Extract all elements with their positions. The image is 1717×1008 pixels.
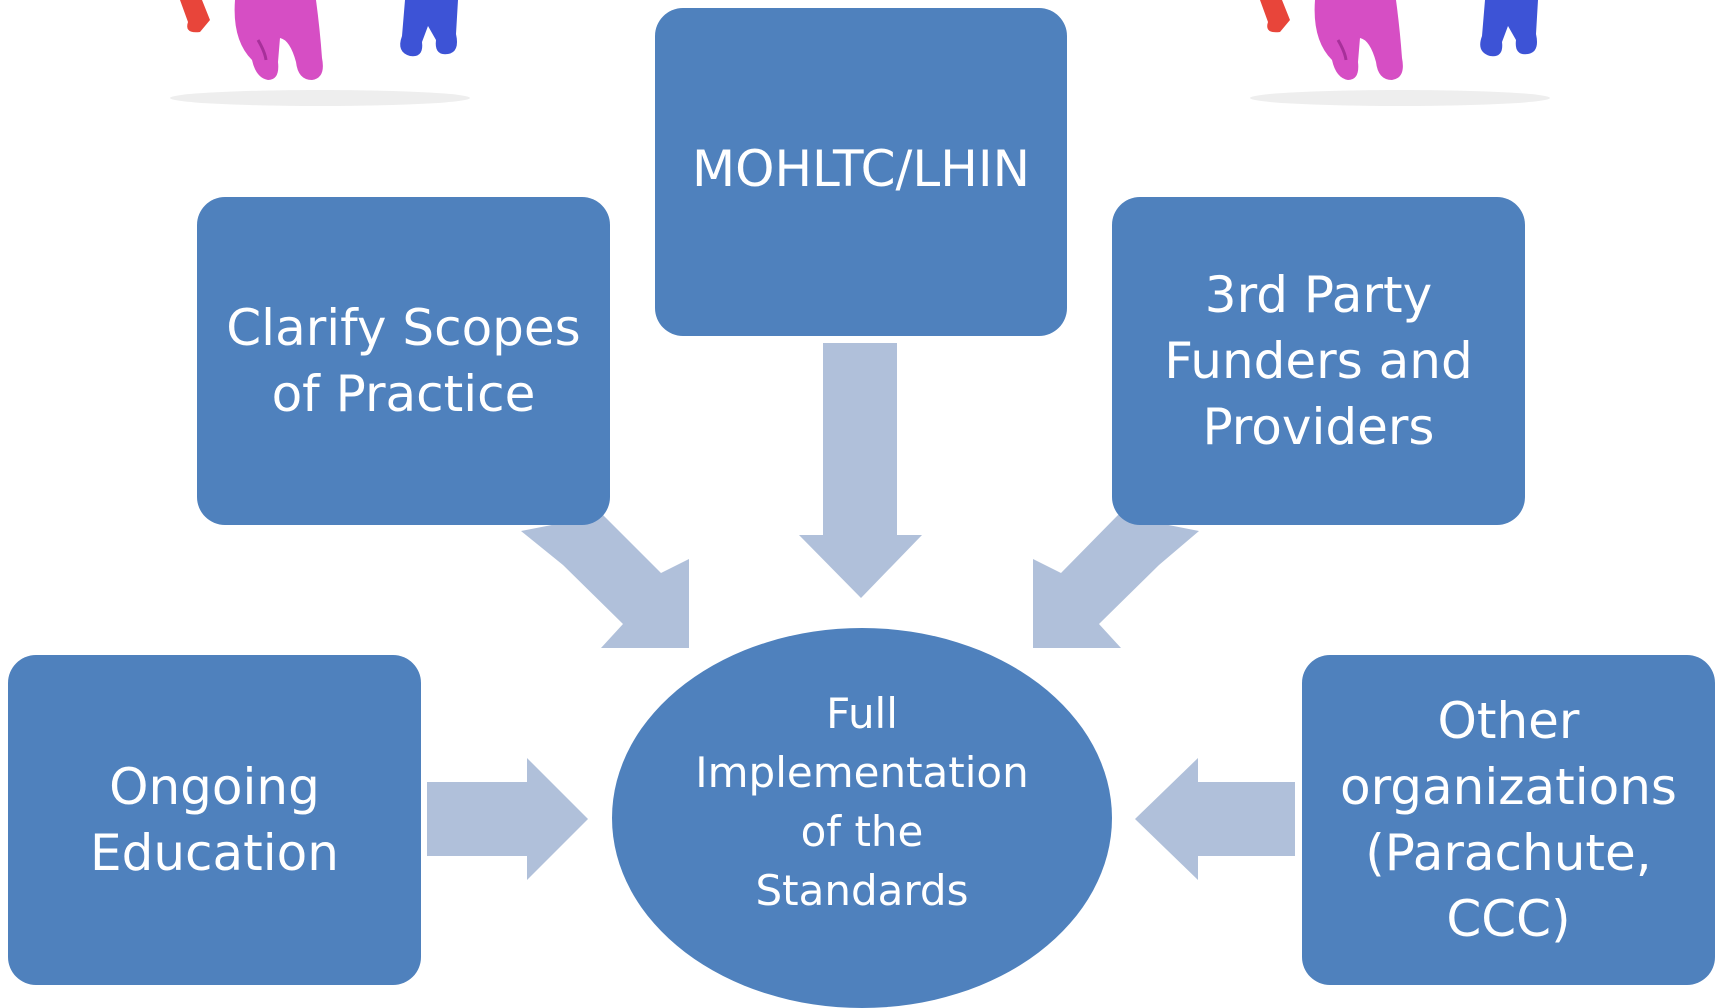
arrow-left-horizontal xyxy=(427,758,588,880)
mohltc-lhin-box: MOHLTC/LHIN xyxy=(655,8,1067,336)
mohltc-lhin-label: MOHLTC/LHIN xyxy=(691,140,1031,198)
third-party-funders-box: 3rd Party Funders and Providers xyxy=(1112,197,1525,525)
clarify-scopes-box: Clarify Scopes of Practice xyxy=(197,197,610,525)
arrow-top-left-diagonal xyxy=(521,515,689,648)
clarify-scopes-label: Clarify Scopes of Practice xyxy=(226,299,581,423)
full-implementation-label: Full Implementation of the Standards xyxy=(695,689,1029,915)
arrow-right-horizontal xyxy=(1135,758,1295,880)
arrow-top-right-diagonal xyxy=(1033,515,1199,648)
arrow-top-down xyxy=(799,343,922,598)
full-implementation-ellipse: Full Implementation of the Standards xyxy=(612,628,1112,1008)
ongoing-education-label: Ongoing Education xyxy=(90,758,339,882)
other-organizations-label: Other organizations (Parachute, CCC) xyxy=(1340,692,1677,948)
other-organizations-box: Other organizations (Parachute, CCC) xyxy=(1302,655,1715,985)
people-figure-right xyxy=(1250,0,1550,106)
people-figure-left xyxy=(170,0,470,106)
ongoing-education-box: Ongoing Education xyxy=(8,655,421,985)
third-party-funders-label: 3rd Party Funders and Providers xyxy=(1164,266,1473,456)
